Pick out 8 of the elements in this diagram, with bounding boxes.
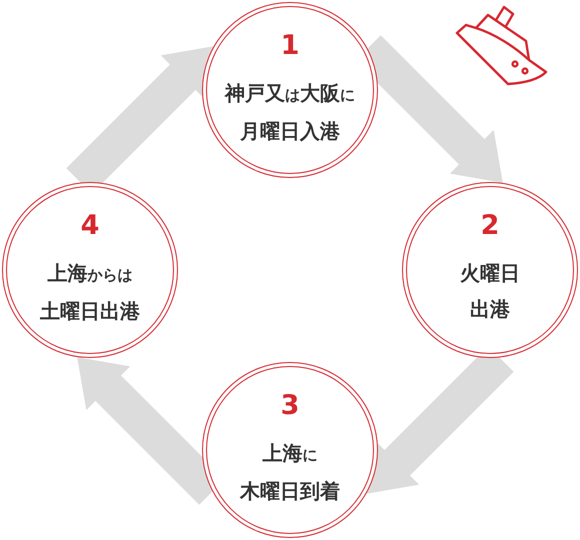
step-text: 上海からは土曜日出港 (39, 260, 141, 325)
step-number: 1 (280, 31, 300, 61)
step-text: 火曜日出港 (459, 260, 521, 323)
step-text: 神戸又は大阪に月曜日入港 (223, 80, 356, 145)
step-number: 2 (480, 211, 500, 241)
step-number: 3 (280, 391, 300, 421)
step-text: 上海に木曜日到着 (238, 440, 341, 505)
step-number: 4 (80, 211, 100, 241)
